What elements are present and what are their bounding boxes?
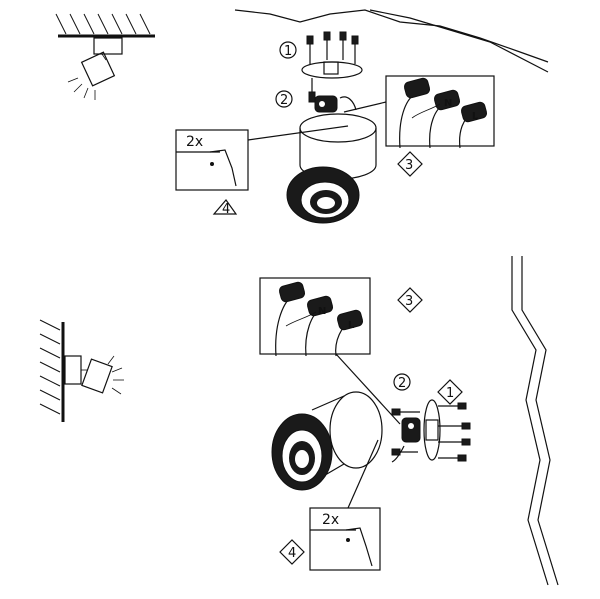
wall-connector-block <box>391 417 421 463</box>
ceiling-mount-overview-icon <box>55 13 155 100</box>
ceiling-fixing-screw-detail: 2x <box>175 129 249 191</box>
ceiling-mounting-plate <box>301 31 363 103</box>
wall-step-4-label: 4 <box>288 546 296 561</box>
ceiling-step-3-marker: 3 <box>397 151 423 177</box>
wall-wiring-detail: N L <box>259 277 371 357</box>
ceiling-wiring-leader-line <box>343 101 387 113</box>
ceiling-step-2-label: 2 <box>280 93 288 108</box>
wall-step-1-marker: 1 <box>437 379 463 405</box>
ceiling-terminal-l-label: L <box>472 111 479 122</box>
wall-mounting-plate <box>391 399 471 462</box>
wall-terminal-n-label: N <box>318 306 326 317</box>
wall-terminal-l-label: L <box>348 320 355 331</box>
wall-screw-quantity: 2x <box>322 512 339 528</box>
wall-mount-overview-icon <box>39 319 124 422</box>
wall-step-3-marker: 3 <box>397 287 423 313</box>
wall-step-2-marker: 2 <box>393 373 411 391</box>
ceiling-step-2-marker: 2 <box>275 90 293 108</box>
ceiling-outline <box>234 9 549 73</box>
ceiling-screw-quantity: 2x <box>186 134 203 150</box>
wall-step-1-label: 1 <box>446 386 454 401</box>
ceiling-step-1-label: 1 <box>284 44 292 59</box>
wall-outline <box>511 256 559 586</box>
ceiling-step-4-label: 4 <box>222 202 230 217</box>
ceiling-lamp-fixture <box>286 113 377 224</box>
ceiling-screw-leader-line <box>247 125 349 141</box>
ceiling-step-1-marker: 1 <box>279 41 297 59</box>
ceiling-wiring-detail: N L <box>385 75 495 149</box>
wall-step-3-label: 3 <box>405 294 413 309</box>
wall-screw-leader-line <box>347 439 379 509</box>
wall-step-2-label: 2 <box>398 376 406 391</box>
wall-fixing-screw-detail: 2x <box>309 507 381 571</box>
wall-step-4-marker: 4 <box>279 539 305 565</box>
wall-wiring-leader-line <box>335 353 401 425</box>
ceiling-connector-block <box>314 95 357 113</box>
ceiling-step-4-marker: 4 <box>212 199 238 217</box>
ceiling-step-3-label: 3 <box>405 158 413 173</box>
wall-lamp-fixture <box>271 391 383 491</box>
ceiling-terminal-n-label: N <box>444 98 452 109</box>
